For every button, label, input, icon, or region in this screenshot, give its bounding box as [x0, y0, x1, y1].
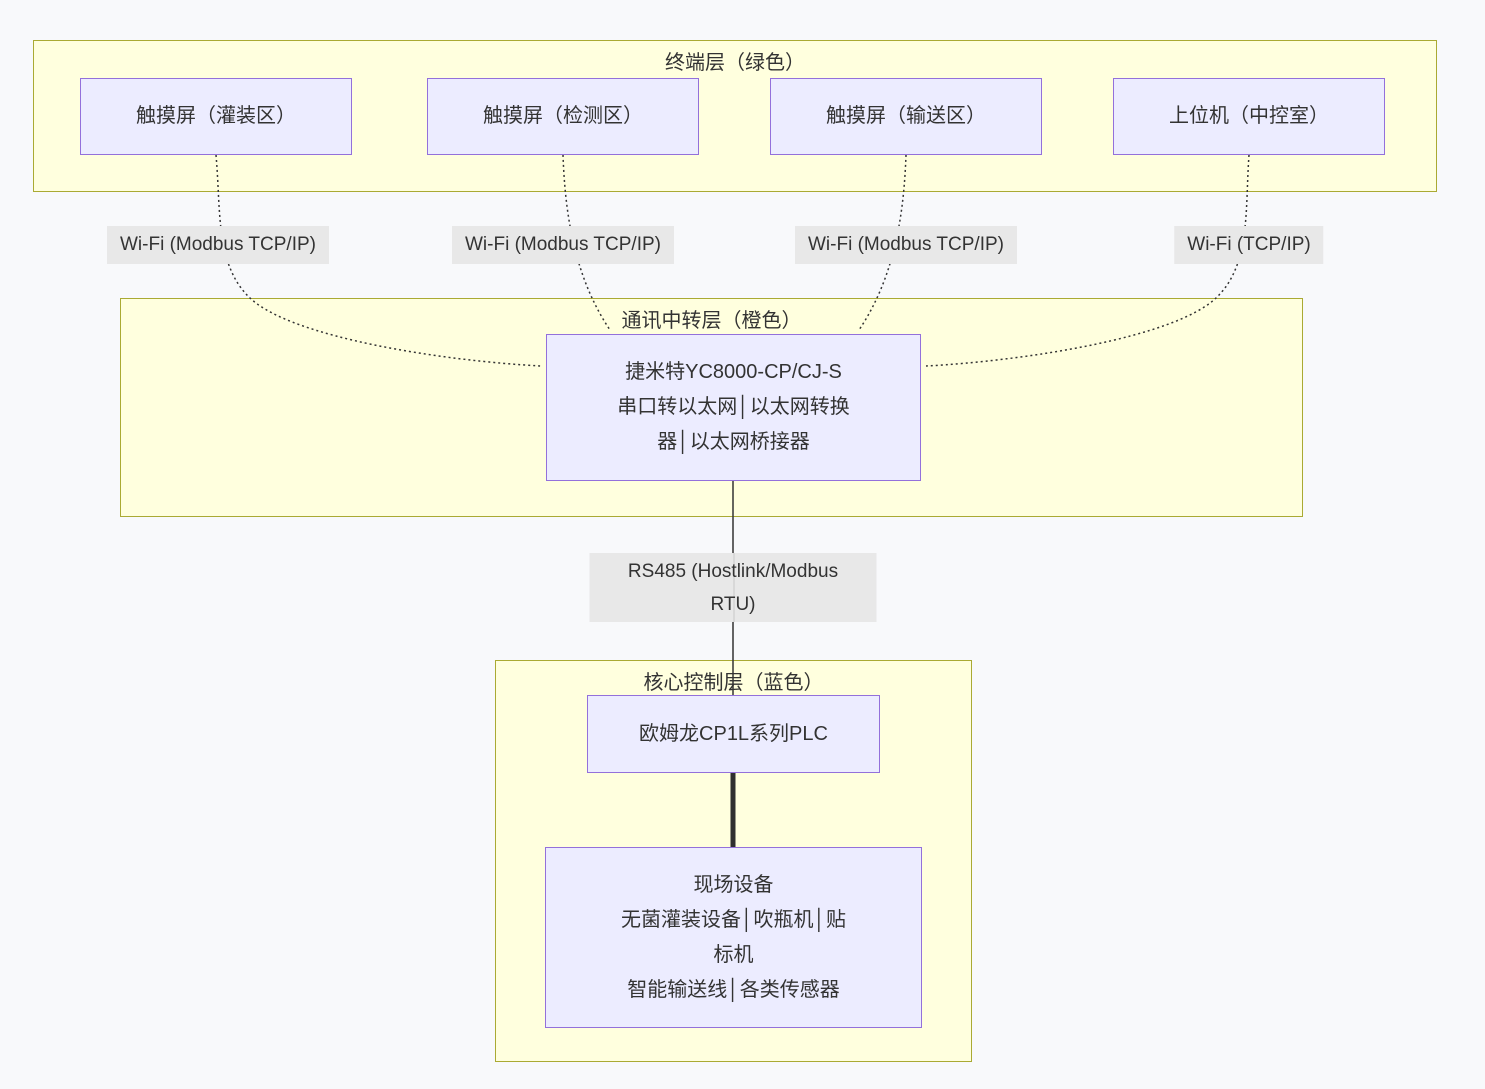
edge-label-wifi-host: Wi-Fi (TCP/IP) — [1174, 226, 1324, 264]
edge-label-wifi-filling-text: Wi-Fi (Modbus TCP/IP) — [119, 234, 317, 255]
edge-label-wifi-filling: Wi-Fi (Modbus TCP/IP) — [106, 226, 330, 264]
node-field-devices-line4: 智能输送线│各类传感器 — [627, 978, 840, 1001]
edge-label-rs485: RS485 (Hostlink/Modbus RTU) — [589, 553, 877, 622]
node-hmi-filling-label: 触摸屏（灌装区） — [136, 105, 296, 127]
edge-label-wifi-host-text: Wi-Fi (TCP/IP) — [1187, 234, 1311, 255]
node-hmi-conveying-label: 触摸屏（输送区） — [826, 105, 986, 127]
node-field-devices-line2: 无菌灌装设备│吹瓶机│贴 — [621, 908, 846, 931]
edge-label-wifi-detection-text: Wi-Fi (Modbus TCP/IP) — [464, 234, 662, 255]
node-ethernet-converter-line2: 串口转以太网│以太网转换 — [617, 396, 850, 418]
relay-layer-title: 通讯中转层（橙色） — [621, 310, 802, 332]
edge-hmi-filling-to-converter — [215, 154, 542, 367]
node-field-devices-line1: 现场设备 — [693, 873, 774, 896]
edge-hmi-detection-to-converter — [562, 154, 611, 331]
node-ethernet-converter: 捷米特YC8000-CP/CJ-S 串口转以太网│以太网转换 器│以太网桥接器 — [546, 334, 921, 481]
edge-label-wifi-conveying: Wi-Fi (Modbus TCP/IP) — [794, 226, 1018, 264]
edge-host-pc-to-converter — [925, 154, 1250, 367]
node-field-devices-line3: 标机 — [713, 943, 754, 966]
node-plc-label: 欧姆龙CP1L系列PLC — [639, 722, 828, 745]
node-plc: 欧姆龙CP1L系列PLC — [587, 695, 880, 773]
node-hmi-detection: 触摸屏（检测区） — [427, 78, 699, 155]
node-host-pc-label: 上位机（中控室） — [1169, 105, 1329, 127]
node-host-pc: 上位机（中控室） — [1113, 78, 1385, 155]
edge-label-wifi-detection: Wi-Fi (Modbus TCP/IP) — [451, 226, 675, 264]
edge-label-rs485-text: RS485 (Hostlink/Modbus RTU) — [627, 560, 839, 615]
node-ethernet-converter-line3: 器│以太网桥接器 — [657, 431, 810, 453]
node-hmi-filling: 触摸屏（灌装区） — [80, 78, 352, 155]
node-hmi-conveying: 触摸屏（输送区） — [770, 78, 1042, 155]
node-hmi-detection-label: 触摸屏（检测区） — [483, 105, 643, 127]
terminal-layer-title: 终端层（绿色） — [665, 52, 805, 74]
edge-hmi-conveying-to-converter — [858, 154, 907, 331]
node-field-devices: 现场设备 无菌灌装设备│吹瓶机│贴 标机 智能输送线│各类传感器 — [545, 847, 922, 1028]
node-ethernet-converter-line1: 捷米特YC8000-CP/CJ-S — [625, 361, 842, 383]
edge-label-wifi-conveying-text: Wi-Fi (Modbus TCP/IP) — [807, 234, 1005, 255]
